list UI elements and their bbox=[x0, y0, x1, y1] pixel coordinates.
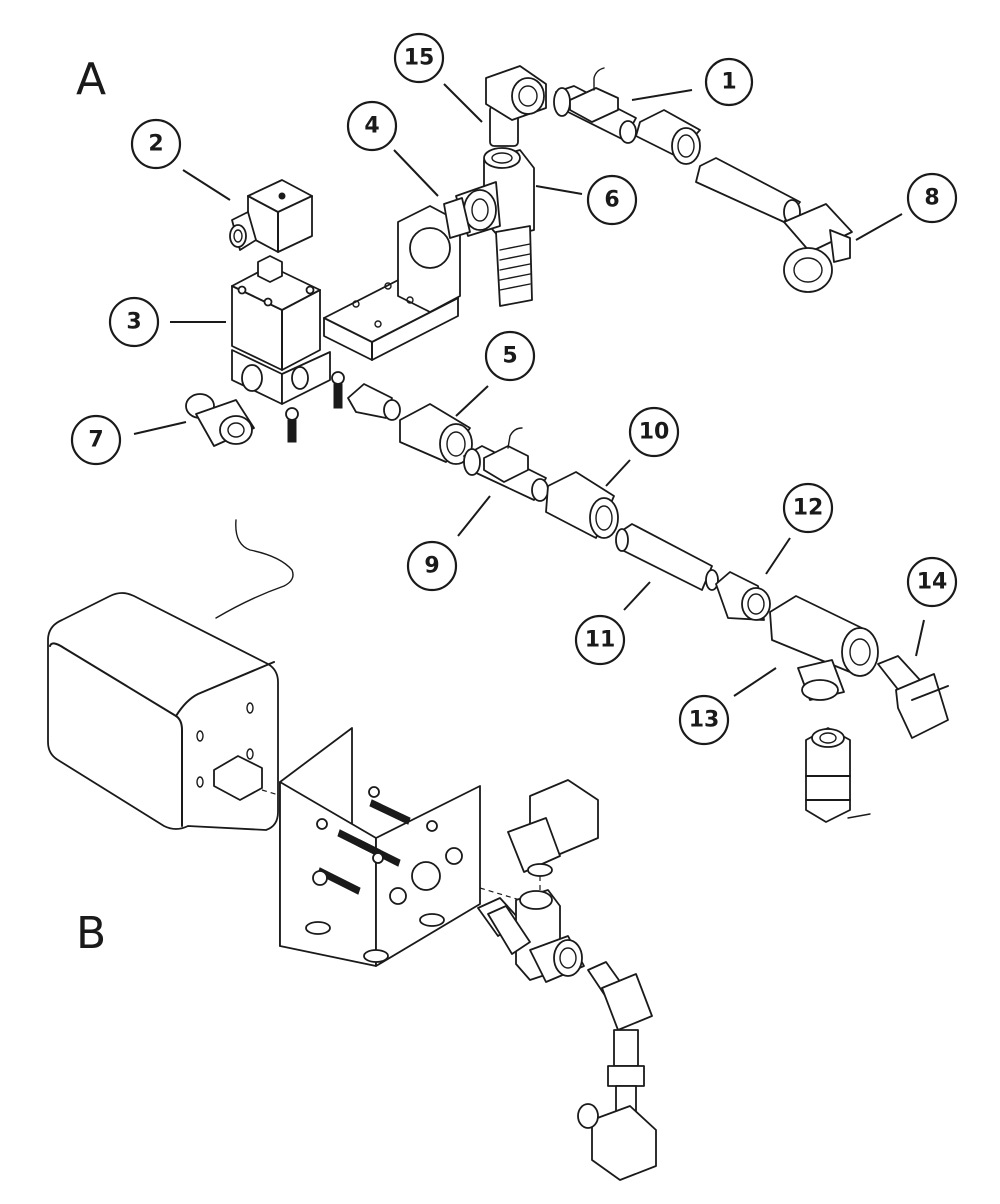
part-flow-sensor-1 bbox=[553, 67, 637, 144]
part-elbow-fitting-15 bbox=[485, 65, 547, 147]
svg-text:7: 7 bbox=[88, 428, 103, 453]
section-label-b: B bbox=[76, 908, 106, 959]
svg-text:13: 13 bbox=[689, 708, 720, 733]
part-solenoid-valve bbox=[231, 255, 331, 405]
part-tee-b bbox=[477, 889, 585, 983]
callout-10: 10 bbox=[605, 406, 680, 487]
part-tube-upper bbox=[695, 157, 801, 225]
callout-2: 2 bbox=[130, 118, 231, 201]
svg-text:12: 12 bbox=[793, 496, 824, 521]
part-hex-nipple-left bbox=[347, 383, 401, 421]
part-elbow-b-mid bbox=[587, 961, 653, 1117]
svg-text:8: 8 bbox=[924, 186, 939, 211]
callout-1: 1 bbox=[631, 57, 754, 107]
alignment-line bbox=[261, 789, 283, 797]
svg-text:15: 15 bbox=[404, 46, 435, 71]
part-elbow-fitting-8 bbox=[783, 203, 853, 293]
part-tee-fitting-6 bbox=[443, 147, 535, 307]
svg-text:11: 11 bbox=[585, 628, 616, 653]
svg-text:2: 2 bbox=[148, 132, 163, 157]
svg-text:14: 14 bbox=[917, 570, 948, 595]
part-hex-adapter-12 bbox=[715, 571, 771, 621]
part-elbow-fitting-7 bbox=[185, 393, 255, 447]
callout-12: 12 bbox=[765, 482, 834, 575]
callout-13: 13 bbox=[678, 667, 777, 746]
callout-4: 4 bbox=[346, 100, 439, 197]
callout-3: 3 bbox=[108, 296, 226, 348]
svg-text:9: 9 bbox=[424, 554, 439, 579]
svg-text:10: 10 bbox=[639, 420, 670, 445]
callout-8: 8 bbox=[855, 172, 958, 241]
svg-text:6: 6 bbox=[604, 188, 619, 213]
svg-text:4: 4 bbox=[364, 114, 379, 139]
callout-14: 14 bbox=[906, 556, 958, 657]
callout-5: 5 bbox=[455, 330, 536, 417]
part-elbow-b-bottom bbox=[577, 1103, 657, 1181]
callout-15: 15 bbox=[393, 32, 483, 123]
svg-text:5: 5 bbox=[502, 344, 517, 369]
alignment-line-2 bbox=[479, 887, 521, 901]
part-tube-sleeve-10 bbox=[545, 471, 619, 539]
part-motor-housing bbox=[47, 519, 294, 831]
part-tee-fitting-13 bbox=[769, 595, 879, 701]
part-check-valve bbox=[805, 727, 871, 823]
callout-9: 9 bbox=[406, 495, 491, 592]
callout-6: 6 bbox=[535, 174, 638, 226]
part-mounting-bracket bbox=[323, 205, 461, 361]
section-label-a: A bbox=[76, 54, 106, 105]
part-screws bbox=[285, 371, 345, 443]
svg-text:1: 1 bbox=[721, 70, 736, 95]
assembly-b bbox=[47, 519, 657, 1181]
part-elbow-b-top bbox=[507, 779, 599, 877]
part-tube-sleeve-upper bbox=[635, 109, 701, 165]
part-solenoid-connector bbox=[229, 179, 313, 253]
part-elbow-fitting-14 bbox=[877, 655, 949, 739]
callout-7: 7 bbox=[70, 414, 187, 466]
callout-11: 11 bbox=[574, 581, 651, 666]
part-flow-sensor-9 bbox=[463, 427, 549, 502]
part-electrical-box bbox=[279, 727, 481, 967]
assembly-a bbox=[185, 65, 949, 823]
part-nipple-11 bbox=[615, 523, 719, 591]
part-tube-sleeve-5 bbox=[399, 403, 473, 465]
svg-text:3: 3 bbox=[126, 310, 141, 335]
